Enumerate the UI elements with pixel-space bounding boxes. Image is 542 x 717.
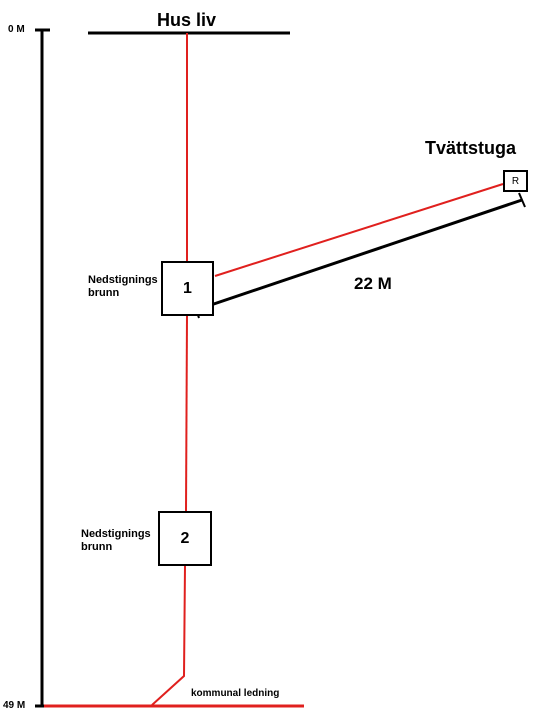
laundry-branch-pipe xyxy=(214,183,504,277)
drain-pipe-middle xyxy=(185,314,188,513)
municipal-main-label: kommunal ledning xyxy=(191,688,280,699)
scale-bottom-label: 49 M xyxy=(3,700,26,711)
manhole-1-number: 1 xyxy=(183,279,192,297)
manhole-2-label: Nedstignings brunn xyxy=(81,528,151,553)
manhole-2-number: 2 xyxy=(180,529,190,547)
distance-tick-end xyxy=(518,192,526,208)
distance-label: 22 M xyxy=(354,274,392,293)
laundry-marker-box: R xyxy=(503,170,528,192)
scale-top-label: 0 M xyxy=(8,24,25,35)
manhole-2-box: 2 xyxy=(158,511,212,566)
laundry-marker-label: R xyxy=(511,175,520,187)
manhole-1-label: Nedstignings brunn xyxy=(88,274,158,299)
diagram-title: Hus liv xyxy=(157,10,217,30)
manhole-1-box: 1 xyxy=(161,261,214,316)
laundry-title: Tvättstuga xyxy=(425,138,517,158)
distance-dimension-line xyxy=(195,198,523,312)
drain-pipe-lower xyxy=(151,564,186,706)
